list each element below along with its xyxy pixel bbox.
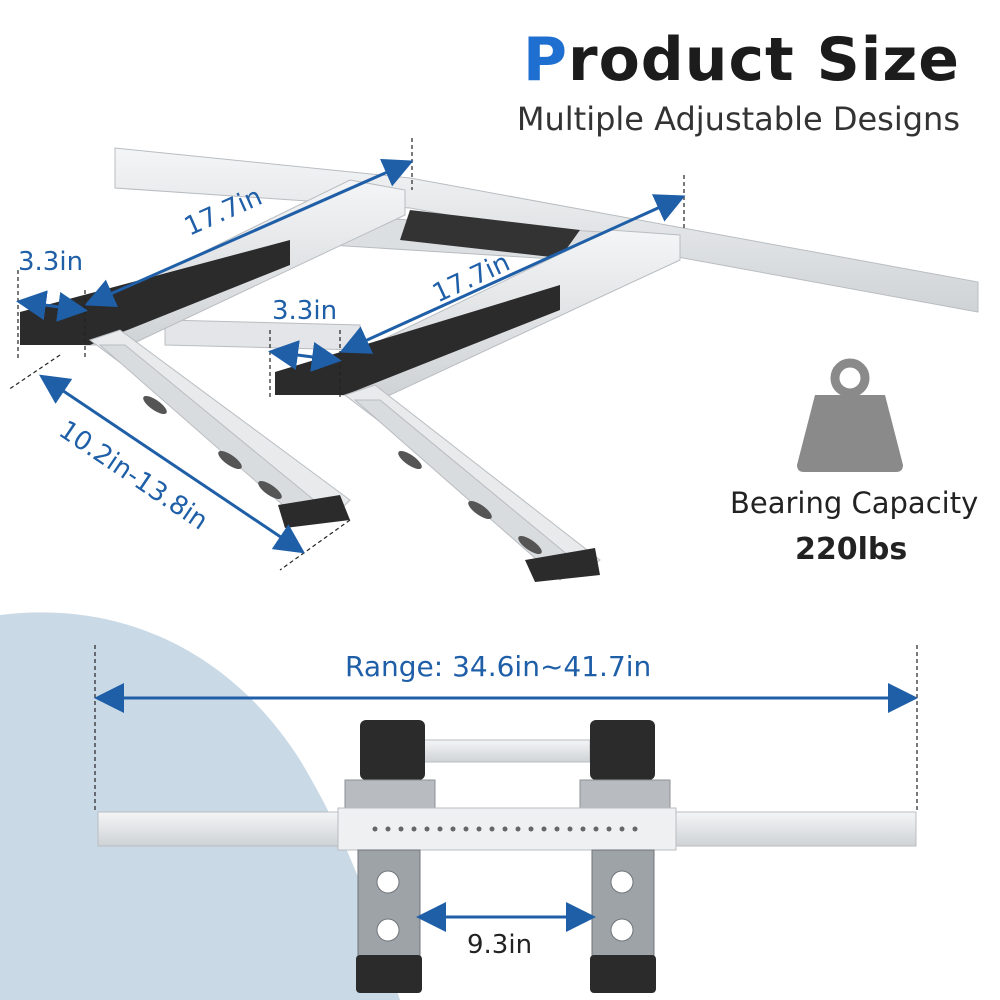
title-first-letter: P	[523, 25, 568, 95]
bottom-right-foot	[590, 955, 656, 993]
bearing-capacity-label: Bearing Capacity	[730, 486, 979, 520]
title: Product Size	[523, 24, 960, 96]
bottom-right-pad	[590, 720, 655, 780]
right-strut	[353, 399, 581, 581]
bottom-right-leg	[591, 849, 655, 961]
background-wave	[0, 612, 400, 1000]
bracket-spacing-label: 9.3in	[467, 930, 533, 960]
bottom-cross-bar	[419, 739, 591, 763]
weight-icon	[797, 358, 903, 472]
top-bracket-illustration	[7, 138, 979, 582]
subtitle: Multiple Adjustable Designs	[516, 100, 960, 138]
right-foot	[525, 548, 600, 582]
leg-holes	[376, 870, 634, 942]
bearing-capacity-value: 220lbs	[795, 532, 908, 567]
pad-width-right-label: 3.3in	[272, 296, 338, 326]
rail-holes	[372, 826, 638, 832]
bottom-left-leg	[357, 849, 421, 961]
title-rest: roduct Size	[567, 25, 960, 95]
bottom-bracket-illustration	[94, 645, 918, 993]
bottom-left-pad	[360, 720, 425, 780]
rail-range-label: Range: 34.6in~41.7in	[345, 650, 652, 683]
dimension-arrows	[16, 158, 686, 554]
bottom-left-foot	[356, 955, 422, 993]
pad-width-left-label: 3.3in	[18, 247, 84, 277]
